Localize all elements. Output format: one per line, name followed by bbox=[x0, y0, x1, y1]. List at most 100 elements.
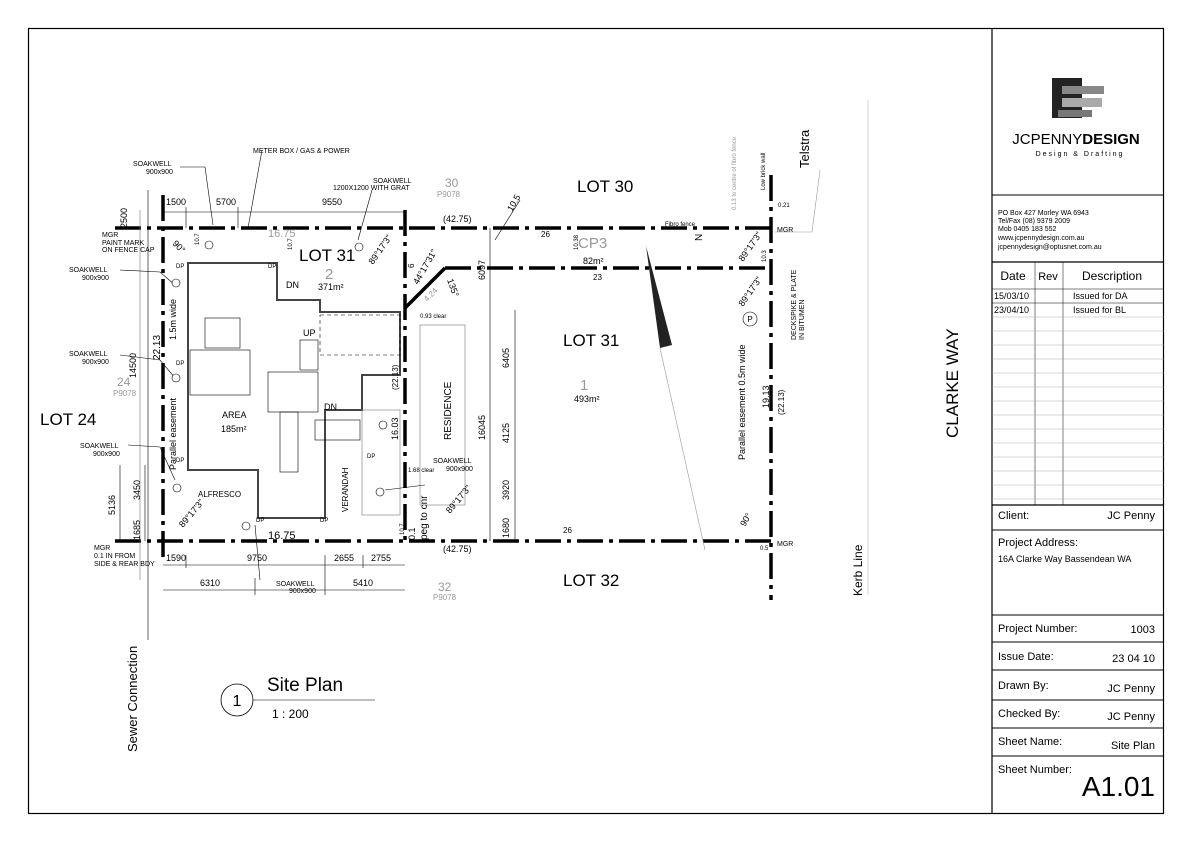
svg-text:9550: 9550 bbox=[322, 197, 342, 207]
svg-text:Tel/Fax (08) 9379 2009: Tel/Fax (08) 9379 2009 bbox=[998, 218, 1070, 225]
svg-text:Date: Date bbox=[1000, 269, 1026, 283]
svg-text:0.1: 0.1 bbox=[407, 527, 417, 540]
svg-text:4125: 4125 bbox=[501, 423, 511, 443]
sheet-name-label: Sheet Name: bbox=[998, 736, 1062, 748]
svg-text:89°17'3": 89°17'3" bbox=[736, 275, 763, 308]
svg-text:VERANDAH: VERANDAH bbox=[341, 467, 350, 512]
svg-text:Fibro fence: Fibro fence bbox=[665, 222, 696, 228]
revision-description: Issued for BL bbox=[1073, 305, 1126, 315]
company-name: JCPENNYDESIGN bbox=[1012, 131, 1140, 148]
svg-text:5136: 5136 bbox=[107, 495, 117, 515]
svg-text:9750: 9750 bbox=[247, 553, 267, 563]
svg-text:MGR: MGR bbox=[102, 232, 118, 239]
svg-text:Low brick wall: Low brick wall bbox=[761, 153, 767, 190]
sheet-number-value: A1.01 bbox=[1082, 771, 1155, 802]
svg-text:1.68 clear: 1.68 clear bbox=[408, 468, 434, 474]
sheet-number-label: Sheet Number: bbox=[998, 764, 1072, 776]
svg-text:(22.13): (22.13) bbox=[391, 364, 400, 390]
svg-text:peg to cnr: peg to cnr bbox=[419, 495, 430, 540]
svg-text:90°: 90° bbox=[738, 511, 754, 528]
svg-text:2: 2 bbox=[325, 266, 333, 283]
svg-text:Site Plan: Site Plan bbox=[267, 675, 343, 696]
svg-text:10.5: 10.5 bbox=[505, 193, 522, 213]
drawn-by-value: JC Penny bbox=[1107, 683, 1155, 695]
svg-text:P: P bbox=[747, 315, 752, 324]
svg-text:IN BITUMEN: IN BITUMEN bbox=[799, 300, 806, 340]
project-number-label: Project Number: bbox=[998, 623, 1077, 635]
soakwell-icon bbox=[204, 240, 214, 250]
issue-date-label: Issue Date: bbox=[998, 651, 1054, 663]
issue-date-value: 23 04 10 bbox=[1112, 653, 1155, 665]
svg-text:0.5: 0.5 bbox=[760, 546, 769, 552]
revision-date: 15/03/10 bbox=[994, 291, 1029, 301]
svg-text:16.03: 16.03 bbox=[390, 417, 400, 440]
svg-text:82m²: 82m² bbox=[583, 256, 604, 266]
svg-text:900x900: 900x900 bbox=[82, 359, 109, 366]
svg-text:Rev: Rev bbox=[1038, 271, 1058, 283]
svg-text:2755: 2755 bbox=[371, 553, 391, 563]
project-address-value: 16A Clarke Way Bassendean WA bbox=[998, 554, 1131, 564]
svg-text:900x900: 900x900 bbox=[93, 451, 120, 458]
svg-text:10.3: 10.3 bbox=[762, 250, 768, 262]
svg-text:RESIDENCE: RESIDENCE bbox=[443, 381, 454, 440]
svg-text:LOT 31: LOT 31 bbox=[563, 331, 619, 350]
company-logo bbox=[1052, 78, 1104, 118]
svg-text:PAINT MARK: PAINT MARK bbox=[102, 240, 144, 247]
svg-text:DN: DN bbox=[286, 280, 299, 290]
svg-text:LOT 30: LOT 30 bbox=[577, 177, 633, 196]
svg-text:www.jcpennydesign.com.au: www.jcpennydesign.com.au bbox=[997, 235, 1084, 242]
svg-text:493m²: 493m² bbox=[574, 394, 600, 404]
svg-text:32: 32 bbox=[438, 580, 452, 594]
angle-labels: 90° 89°17'3" 44°17'31" 135° 89°17'3" 89°… bbox=[171, 230, 764, 529]
svg-text:P9078: P9078 bbox=[437, 190, 461, 199]
svg-text:DP: DP bbox=[176, 264, 184, 270]
sheet-name-value: Site Plan bbox=[1111, 740, 1155, 752]
svg-text:135°: 135° bbox=[445, 277, 461, 298]
svg-text:90°: 90° bbox=[171, 238, 188, 255]
svg-text:24: 24 bbox=[117, 375, 131, 389]
svg-text:SOAKWELL: SOAKWELL bbox=[373, 178, 412, 185]
svg-text:10.7: 10.7 bbox=[288, 238, 294, 250]
svg-text:(42.75): (42.75) bbox=[443, 544, 472, 554]
drawn-by-label: Drawn By: bbox=[998, 680, 1049, 692]
soakwell-icon bbox=[172, 483, 182, 493]
svg-text:89°17'3": 89°17'3" bbox=[444, 483, 473, 515]
svg-text:1: 1 bbox=[233, 693, 242, 710]
svg-text:0.21: 0.21 bbox=[778, 203, 790, 209]
svg-text:DP: DP bbox=[268, 264, 276, 270]
svg-text:10.38: 10.38 bbox=[574, 234, 580, 250]
soakwell-icon bbox=[378, 420, 388, 430]
svg-text:900x900: 900x900 bbox=[146, 169, 173, 176]
svg-text:ALFRESCO: ALFRESCO bbox=[198, 490, 241, 499]
svg-text:MGR: MGR bbox=[94, 545, 110, 552]
svg-text:PO Box 427 Morley WA 6943: PO Box 427 Morley WA 6943 bbox=[998, 210, 1089, 217]
svg-text:16.75: 16.75 bbox=[268, 228, 296, 240]
svg-text:0.93 clear: 0.93 clear bbox=[420, 314, 446, 320]
svg-text:26: 26 bbox=[541, 230, 550, 239]
svg-text:900x900: 900x900 bbox=[446, 466, 473, 473]
project-address-label: Project Address: bbox=[998, 537, 1078, 549]
svg-text:10.7: 10.7 bbox=[400, 523, 406, 535]
svg-text:DECKSPIKE & PLATE: DECKSPIKE & PLATE bbox=[791, 269, 798, 340]
svg-text:jcpennydesign@optusnet.com.au: jcpennydesign@optusnet.com.au bbox=[997, 244, 1102, 251]
svg-text:DP: DP bbox=[320, 518, 328, 524]
svg-text:6097: 6097 bbox=[477, 260, 487, 280]
svg-text:5410: 5410 bbox=[353, 578, 373, 588]
checked-by-value: JC Penny bbox=[1107, 711, 1155, 723]
svg-text:6: 6 bbox=[407, 263, 416, 268]
svg-text:SOAKWELL: SOAKWELL bbox=[133, 161, 172, 168]
boundary-lines bbox=[115, 175, 773, 600]
svg-text:SOAKWELL: SOAKWELL bbox=[80, 443, 119, 450]
svg-text:900x900: 900x900 bbox=[82, 275, 109, 282]
svg-text:MGR: MGR bbox=[777, 541, 793, 548]
svg-text:P9078: P9078 bbox=[113, 389, 137, 398]
svg-text:LOT 24: LOT 24 bbox=[40, 410, 96, 429]
plan-labels: LOT 30 LOT 31 LOT 31 LOT 24 LOT 32 CLARK… bbox=[40, 129, 962, 752]
svg-text:P9078: P9078 bbox=[433, 593, 457, 602]
svg-text:0.13 to centre of fibro fence: 0.13 to centre of fibro fence bbox=[732, 136, 738, 210]
company-address: PO Box 427 Morley WA 6943 Tel/Fax (08) 9… bbox=[997, 210, 1102, 251]
revision-description: Issued for DA bbox=[1073, 291, 1128, 301]
dimension-labels: 1500 5700 9550 2500 22.13 14500 5136 345… bbox=[107, 193, 790, 588]
parking-icon bbox=[742, 311, 758, 327]
svg-text:1200X1200 WITH GRAT: 1200X1200 WITH GRAT bbox=[333, 185, 410, 192]
